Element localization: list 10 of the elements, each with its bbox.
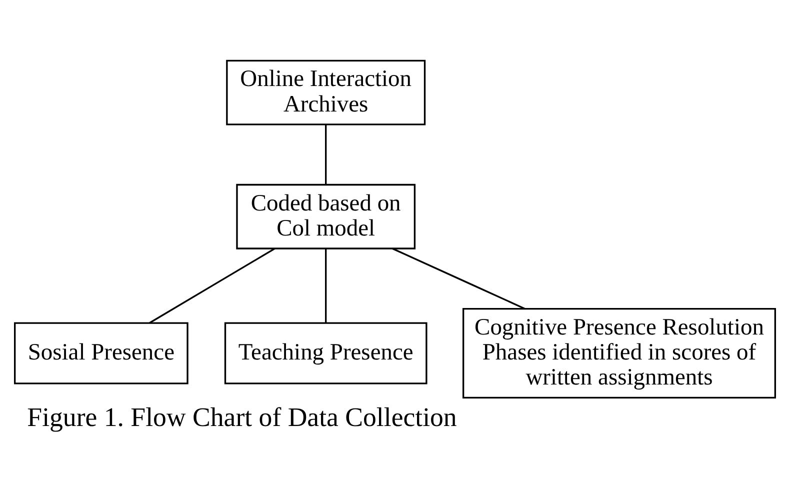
connector: [325, 248, 327, 322]
node-box: Teaching Presence: [224, 322, 428, 384]
caption: Figure 1. Flow Chart of Data Collection: [27, 401, 457, 432]
node-box: Online Interaction Archives: [226, 59, 426, 125]
node-box: Coded based on Col model: [236, 183, 416, 249]
connector: [392, 247, 526, 310]
connector: [325, 124, 327, 184]
node-box: Sosial Presence: [14, 322, 188, 384]
node-box: Cognitive Presence Resolution Phases identified in scores of written assignments: [462, 308, 776, 398]
connector: [149, 247, 276, 324]
